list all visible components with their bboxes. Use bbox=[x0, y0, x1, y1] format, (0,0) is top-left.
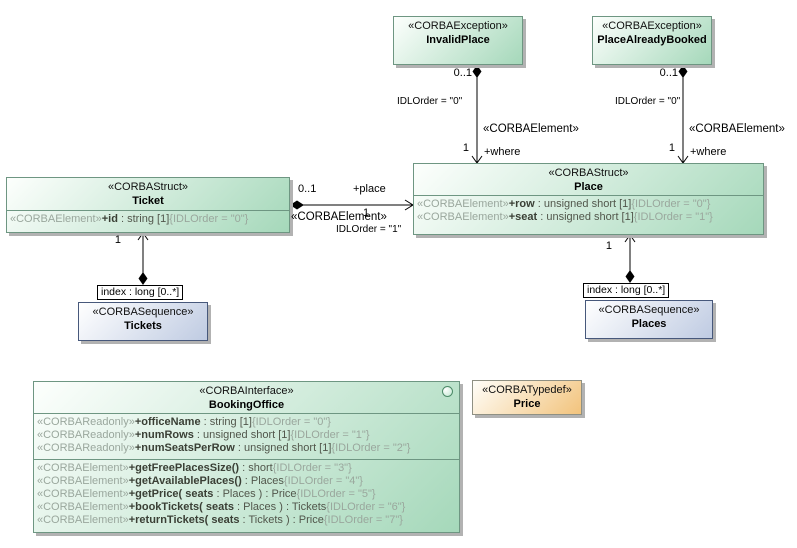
stereotype-label: «CORBAException» bbox=[408, 20, 508, 32]
multiplicity-label[interactable]: 1 bbox=[668, 142, 675, 154]
edge-stereotype-label[interactable]: «CORBAElement» bbox=[291, 211, 387, 223]
class-name: Ticket bbox=[132, 195, 164, 207]
interface-bookingoffice[interactable]: «CORBAInterface» BookingOffice «CORBARea… bbox=[33, 381, 460, 533]
stereotype-label: «CORBASequence» bbox=[92, 306, 194, 318]
interface-ball-icon bbox=[442, 386, 453, 397]
attributes-compartment: «CORBAElement»+row : unsigned short [1]{… bbox=[414, 195, 763, 225]
class-name: InvalidPlace bbox=[426, 34, 490, 46]
attributes-compartment: «CORBAReadonly»+officeName : string [1]{… bbox=[34, 413, 459, 459]
operation-row[interactable]: «CORBAElement»+getPrice( seats : Places … bbox=[37, 488, 376, 500]
attributes-compartment: «CORBAElement»+id : string [1]{IDLOrder … bbox=[7, 210, 289, 227]
composition-edge-tickets-ticket[interactable] bbox=[137, 232, 149, 285]
multiplicity-label[interactable]: 0..1 bbox=[298, 183, 317, 195]
struct-place[interactable]: «CORBAStruct» Place «CORBAElement»+row :… bbox=[413, 163, 764, 235]
stereotype-label: «CORBAException» bbox=[602, 20, 702, 32]
operation-row[interactable]: «CORBAElement»+getFreePlacesSize() : sho… bbox=[37, 462, 352, 474]
class-name: PlaceAlreadyBooked bbox=[597, 34, 707, 46]
idlorder-label[interactable]: IDLOrder = "1" bbox=[336, 224, 402, 235]
class-name: Tickets bbox=[124, 320, 162, 332]
attribute-row[interactable]: «CORBAReadonly»+numSeatsPerRow : unsigne… bbox=[37, 442, 411, 454]
index-label[interactable]: index : long [0..*] bbox=[583, 283, 670, 298]
attribute-row[interactable]: «CORBAReadonly»+officeName : string [1]{… bbox=[37, 416, 331, 428]
attribute-row[interactable]: «CORBAElement»+seat : unsigned short [1]… bbox=[417, 211, 713, 223]
idlorder-label[interactable]: IDLOrder = "0" bbox=[615, 96, 681, 107]
struct-ticket[interactable]: «CORBAStruct» Ticket «CORBAElement»+id :… bbox=[6, 177, 290, 233]
composition-edge-places-place[interactable] bbox=[624, 234, 636, 283]
operation-row[interactable]: «CORBAElement»+returnTickets( seats : Ti… bbox=[37, 514, 403, 526]
multiplicity-label[interactable]: 0..1 bbox=[453, 67, 472, 79]
attribute-row[interactable]: «CORBAElement»+id : string [1]{IDLOrder … bbox=[10, 213, 249, 225]
multiplicity-label[interactable]: 1 bbox=[114, 234, 121, 246]
edge-stereotype-label[interactable]: «CORBAElement» bbox=[483, 123, 579, 135]
class-name: Price bbox=[513, 398, 541, 410]
exception-placealreadybooked[interactable]: «CORBAException» PlaceAlreadyBooked bbox=[592, 16, 712, 65]
class-name: Places bbox=[631, 318, 667, 330]
stereotype-label: «CORBATypedef» bbox=[482, 384, 572, 396]
role-label[interactable]: +where bbox=[690, 146, 727, 158]
index-label[interactable]: index : long [0..*] bbox=[97, 285, 184, 300]
idlorder-label[interactable]: IDLOrder = "0" bbox=[397, 96, 463, 107]
composition-edge-ticket-place[interactable] bbox=[290, 199, 414, 211]
multiplicity-label[interactable]: 0..1 bbox=[659, 67, 678, 79]
attribute-row[interactable]: «CORBAElement»+row : unsigned short [1]{… bbox=[417, 198, 711, 210]
sequence-places[interactable]: «CORBASequence» Places bbox=[585, 300, 713, 339]
stereotype-label: «CORBAStruct» bbox=[107, 181, 189, 193]
operations-compartment: «CORBAElement»+getFreePlacesSize() : sho… bbox=[34, 459, 459, 528]
operation-row[interactable]: «CORBAElement»+getAvailablePlaces() : Pl… bbox=[37, 475, 363, 487]
edge-stereotype-label[interactable]: «CORBAElement» bbox=[689, 123, 785, 135]
exception-invalidplace[interactable]: «CORBAException» InvalidPlace bbox=[393, 16, 523, 65]
stereotype-label: «CORBASequence» bbox=[598, 304, 700, 316]
operation-row[interactable]: «CORBAElement»+bookTickets( seats : Plac… bbox=[37, 501, 406, 513]
multiplicity-label[interactable]: 1 bbox=[462, 142, 469, 154]
role-label[interactable]: +where bbox=[484, 146, 521, 158]
role-label[interactable]: +place bbox=[353, 183, 386, 195]
composition-edge-placealreadybooked-place[interactable] bbox=[677, 65, 689, 164]
stereotype-label: «CORBAStruct» bbox=[548, 167, 629, 179]
attribute-row[interactable]: «CORBAReadonly»+numRows : unsigned short… bbox=[37, 429, 370, 441]
class-name: BookingOffice bbox=[208, 399, 285, 411]
class-name: Place bbox=[574, 181, 603, 193]
multiplicity-label[interactable]: 1 bbox=[363, 207, 370, 219]
typedef-price[interactable]: «CORBATypedef» Price bbox=[472, 380, 582, 415]
composition-edge-invalidplace-place[interactable] bbox=[471, 65, 483, 164]
multiplicity-label[interactable]: 1 bbox=[605, 240, 612, 252]
sequence-tickets[interactable]: «CORBASequence» Tickets bbox=[78, 302, 208, 341]
stereotype-label: «CORBAInterface» bbox=[199, 385, 294, 397]
